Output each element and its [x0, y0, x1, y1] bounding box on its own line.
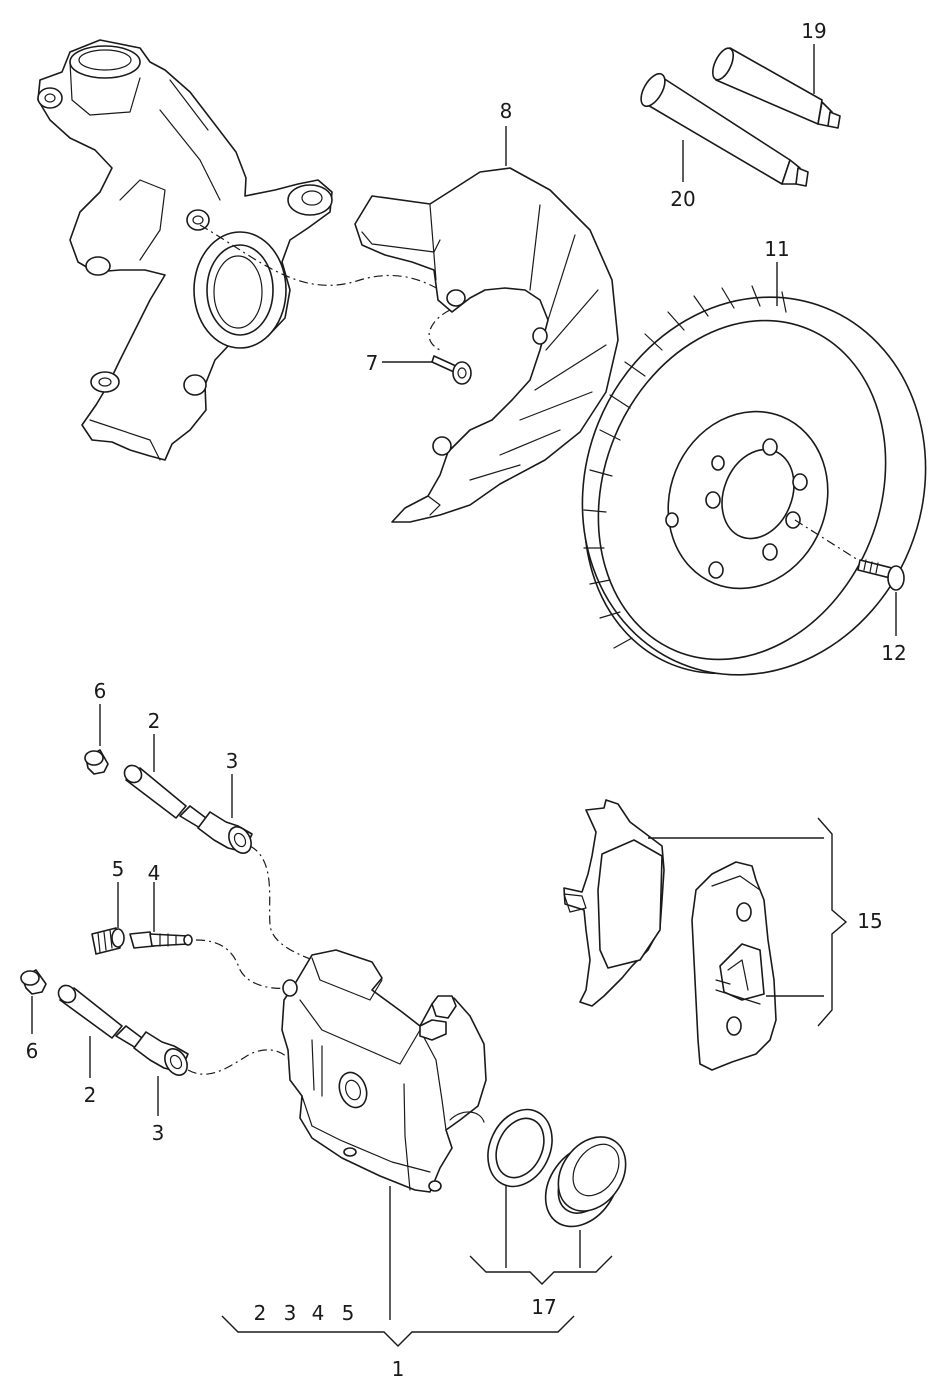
group-item-3: 3 [284, 1301, 297, 1325]
bushing-to-caliper-lower [187, 1049, 293, 1075]
callout-15: 15 [857, 909, 882, 933]
valve-to-caliper-line [195, 939, 291, 989]
steering-knuckle [37, 39, 333, 461]
bleed-valve-4 [129, 931, 193, 949]
cap-6-lower [20, 969, 47, 995]
callout-2-upper: 2 [148, 709, 161, 733]
callout-20: 20 [670, 187, 695, 211]
shield-bolt [431, 355, 472, 385]
callout-17: 17 [531, 1295, 556, 1319]
piston-seal-ring [487, 1108, 553, 1188]
grease-tube-20 [640, 72, 809, 187]
guide-pin-2-lower [57, 984, 123, 1039]
disc-screw [857, 559, 905, 591]
callout-2-lower: 2 [84, 1083, 97, 1107]
brake-pad-inner [691, 861, 777, 1071]
callout-5: 5 [112, 857, 125, 881]
cap-6-upper [84, 749, 109, 775]
callout-1: 1 [392, 1357, 405, 1381]
bolt-to-shield-line [428, 309, 451, 351]
callout-8: 8 [500, 99, 513, 123]
bleed-cap-5 [91, 927, 125, 955]
callout-3-upper: 3 [226, 749, 239, 773]
callout-11: 11 [764, 237, 789, 261]
brake-splash-shield [354, 167, 619, 523]
bushing-to-caliper-upper [249, 845, 319, 963]
leader-lines [31, 44, 897, 1347]
callout-6-lower: 6 [26, 1039, 39, 1063]
brake-caliper [281, 949, 487, 1193]
callout-3-lower: 3 [152, 1121, 165, 1145]
guide-bushing-3-upper [179, 805, 253, 854]
callout-12: 12 [881, 641, 906, 665]
grease-tube-19 [711, 47, 841, 129]
brake-disc [581, 285, 927, 676]
callout-19: 19 [801, 19, 826, 43]
disc-to-screw-line [794, 519, 859, 561]
guide-bushing-3-lower [115, 1025, 189, 1076]
group-item-4: 4 [312, 1301, 325, 1325]
group-item-5: 5 [342, 1301, 355, 1325]
callout-7: 7 [366, 351, 379, 375]
callout-6-upper: 6 [94, 679, 107, 703]
callout-4: 4 [148, 861, 161, 885]
piston-dust-boot [544, 1136, 627, 1228]
brake-pad-outer [563, 799, 665, 1007]
group-item-2: 2 [254, 1301, 267, 1325]
guide-pin-2-upper [123, 764, 187, 819]
